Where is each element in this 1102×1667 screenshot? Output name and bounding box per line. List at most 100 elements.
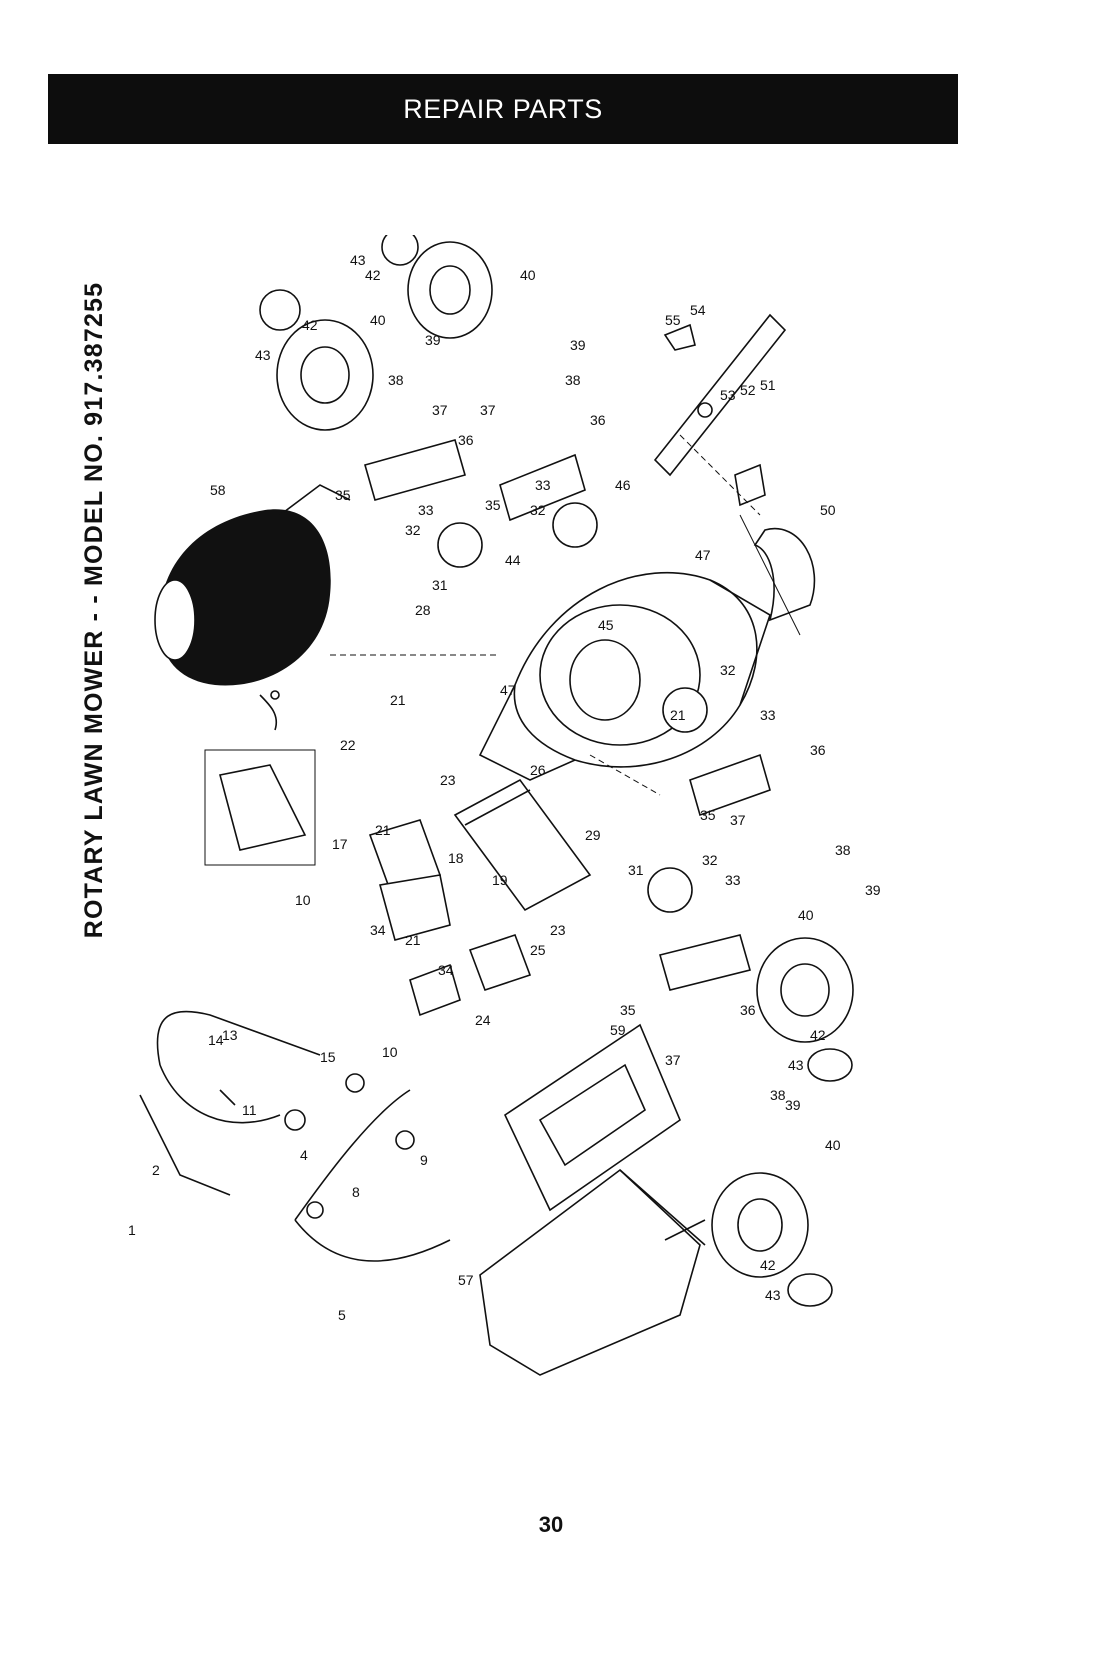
- callout-50: 50: [820, 502, 836, 518]
- diagram-svg: 1 2 4 5 8 9 10 10 11 13 14 15 17 18 19 2…: [128, 228, 881, 1376]
- callout-42d: 42: [760, 1257, 776, 1273]
- callout-23b: 23: [550, 922, 566, 938]
- callout-37c: 37: [730, 812, 746, 828]
- callout-43d: 43: [765, 1287, 781, 1303]
- callout-31b: 31: [628, 862, 644, 878]
- callout-8: 8: [352, 1184, 360, 1200]
- callout-labels: 1 2 4 5 8 9 10 10 11 13 14 15 17 18 19 2…: [128, 252, 881, 1323]
- callout-35a: 35: [335, 487, 351, 503]
- callout-37b: 37: [480, 402, 496, 418]
- callout-42b: 42: [365, 267, 381, 283]
- blade: [653, 313, 787, 477]
- grass-bag: [479, 1023, 706, 1376]
- callout-33d: 33: [725, 872, 741, 888]
- callout-21c: 21: [405, 932, 421, 948]
- callout-33a: 33: [418, 502, 434, 518]
- wheels: [259, 228, 854, 1307]
- callout-43a: 43: [255, 347, 271, 363]
- height-adjusters: [364, 439, 771, 991]
- handle-assembly: [139, 1010, 451, 1262]
- callout-40b: 40: [520, 267, 536, 283]
- callout-58: 58: [210, 482, 226, 498]
- callout-44: 44: [505, 552, 521, 568]
- callout-13: 13: [222, 1027, 238, 1043]
- callout-21b: 21: [375, 822, 391, 838]
- callout-9: 9: [420, 1152, 428, 1168]
- callout-28: 28: [415, 602, 431, 618]
- callout-59: 59: [610, 1022, 626, 1038]
- callout-55: 55: [665, 312, 681, 328]
- engine: [154, 484, 351, 686]
- callout-32c: 32: [720, 662, 736, 678]
- alignment-lines: [330, 434, 801, 796]
- callout-47a: 47: [500, 682, 516, 698]
- callout-39c: 39: [865, 882, 881, 898]
- exploded-parts-diagram: 1 2 4 5 8 9 10 10 11 13 14 15 17 18 19 2…: [120, 228, 960, 1425]
- callout-36b: 36: [590, 412, 606, 428]
- callout-31a: 31: [432, 577, 448, 593]
- callout-35c: 35: [700, 807, 716, 823]
- callout-46: 46: [615, 477, 631, 493]
- callout-40d: 40: [825, 1137, 841, 1153]
- callout-18: 18: [448, 850, 464, 866]
- callout-38a: 38: [388, 372, 404, 388]
- callout-54: 54: [690, 302, 706, 318]
- callout-5: 5: [338, 1307, 346, 1323]
- callout-10b: 10: [382, 1044, 398, 1060]
- callout-19: 19: [492, 872, 508, 888]
- callout-43c: 43: [788, 1057, 804, 1073]
- callout-35d: 35: [620, 1002, 636, 1018]
- callout-42a: 42: [302, 317, 318, 333]
- callout-39a: 39: [425, 332, 441, 348]
- callout-52: 52: [740, 382, 756, 398]
- side-title: ROTARY LAWN MOWER - - MODEL NO. 917.3872…: [79, 281, 108, 939]
- callout-2: 2: [152, 1162, 160, 1178]
- control-panel: [204, 690, 316, 866]
- callout-21a: 21: [390, 692, 406, 708]
- callout-23a: 23: [440, 772, 456, 788]
- callout-15: 15: [320, 1049, 336, 1065]
- callout-38c: 38: [835, 842, 851, 858]
- callout-32a: 32: [405, 522, 421, 538]
- callout-45: 45: [598, 617, 614, 633]
- callout-33b: 33: [535, 477, 551, 493]
- callout-14: 14: [208, 1032, 224, 1048]
- callout-53: 53: [720, 387, 736, 403]
- callout-38b: 38: [565, 372, 581, 388]
- callout-22: 22: [340, 737, 356, 753]
- header-banner: REPAIR PARTS: [48, 74, 958, 144]
- callout-42c: 42: [810, 1027, 826, 1043]
- callout-37a: 37: [432, 402, 448, 418]
- callout-25: 25: [530, 942, 546, 958]
- header-title: REPAIR PARTS: [403, 93, 603, 124]
- callout-43b: 43: [350, 252, 366, 268]
- callout-21d: 21: [670, 707, 686, 723]
- callout-36d: 36: [740, 1002, 756, 1018]
- callout-40c: 40: [798, 907, 814, 923]
- callout-40a: 40: [370, 312, 386, 328]
- callout-38d: 38: [770, 1087, 786, 1103]
- callout-39b: 39: [570, 337, 586, 353]
- callout-51: 51: [760, 377, 776, 393]
- callout-4: 4: [300, 1147, 308, 1163]
- discharge-chute: [734, 463, 816, 622]
- callout-36c: 36: [810, 742, 826, 758]
- callout-17: 17: [332, 836, 348, 852]
- callout-34a: 34: [370, 922, 386, 938]
- page-number: 30: [538, 1512, 564, 1537]
- callout-32b: 32: [530, 502, 546, 518]
- callout-33c: 33: [760, 707, 776, 723]
- callout-10a: 10: [295, 892, 311, 908]
- callout-24: 24: [475, 1012, 491, 1028]
- callout-39d: 39: [785, 1097, 801, 1113]
- callout-37d: 37: [665, 1052, 681, 1068]
- callout-26: 26: [530, 762, 546, 778]
- callout-11: 11: [242, 1102, 257, 1118]
- callout-35b: 35: [485, 497, 501, 513]
- callout-29: 29: [585, 827, 601, 843]
- callout-1: 1: [128, 1222, 136, 1238]
- callout-34b: 34: [438, 962, 454, 978]
- rear-baffle: [368, 778, 592, 1017]
- callout-36a: 36: [458, 432, 474, 448]
- callout-57: 57: [458, 1272, 474, 1288]
